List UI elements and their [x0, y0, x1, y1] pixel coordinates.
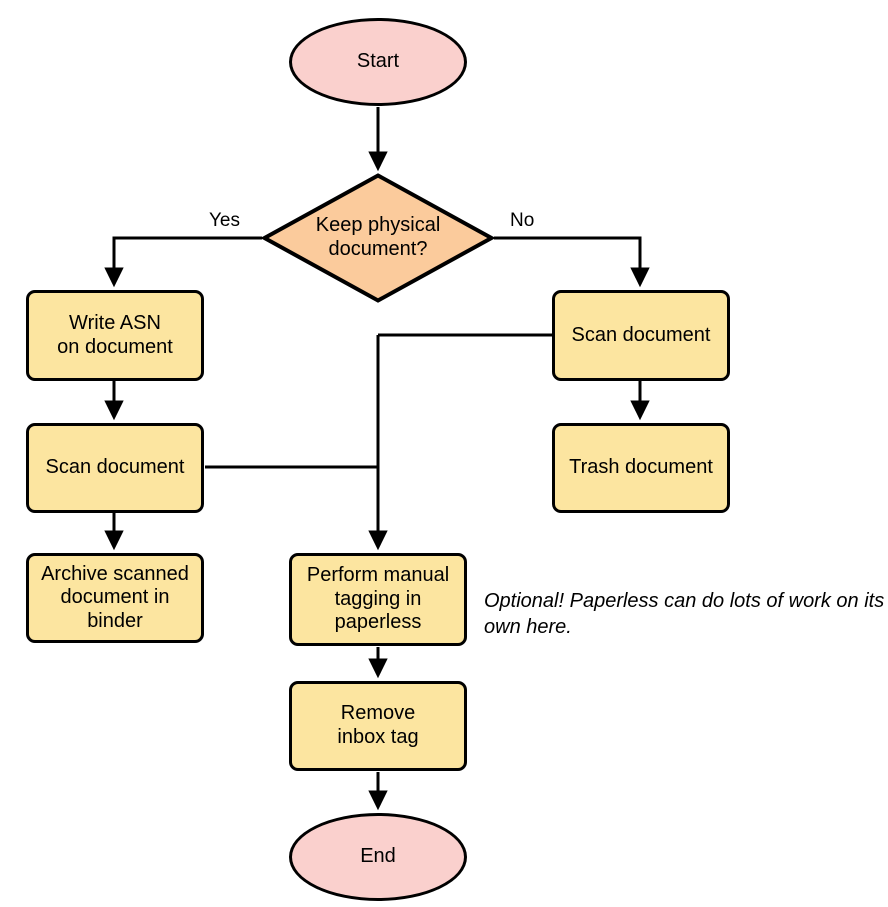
node-end[interactable]: End	[289, 813, 467, 901]
edge-label-yes: Yes	[209, 210, 240, 231]
node-archive-scanned-document[interactable]: Archive scanned document in binder	[26, 553, 204, 643]
edge-label-no: No	[510, 210, 535, 231]
node-decision-label: Keep physical document?	[315, 214, 441, 260]
diamond-shape	[260, 173, 496, 303]
node-scan-document-right-label: Scan document	[571, 323, 711, 346]
edge-decision-no-to-scan-right	[494, 236, 650, 288]
node-write-asn-label: Write ASN on document	[57, 311, 173, 358]
node-trash-document[interactable]: Trash document	[552, 423, 730, 513]
node-end-label: End	[360, 845, 396, 868]
node-remove-inbox-tag-label: Remove inbox tag	[337, 702, 419, 748]
node-archive-label: Archive scanned document in binder	[41, 562, 189, 632]
node-scan-document-left[interactable]: Scan document	[26, 423, 204, 513]
node-manual-tagging-label: Perform manual tagging in paperless	[306, 564, 450, 634]
node-remove-inbox-tag[interactable]: Remove inbox tag	[289, 681, 467, 771]
node-decision-keep-physical-document[interactable]: Keep physical document?	[260, 173, 496, 303]
annotation-optional-note: Optional! Paperless can do lots of work …	[484, 590, 885, 638]
node-start[interactable]: Start	[289, 18, 467, 106]
node-perform-manual-tagging[interactable]: Perform manual tagging in paperless	[289, 553, 467, 646]
edge-decision-yes-to-write-asn	[104, 236, 262, 288]
node-start-label: Start	[356, 50, 400, 73]
node-write-asn-on-document[interactable]: Write ASN on document	[26, 290, 204, 381]
node-scan-document-left-label: Scan document	[45, 456, 185, 479]
node-scan-document-right[interactable]: Scan document	[552, 290, 730, 381]
node-trash-document-label: Trash document	[569, 456, 713, 479]
